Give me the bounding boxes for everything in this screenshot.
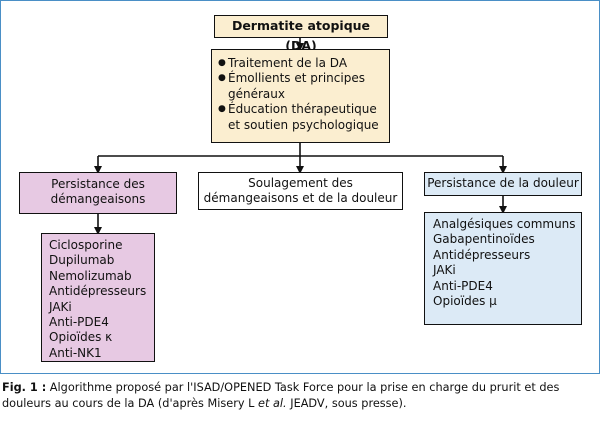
bullet-dot-icon: ● bbox=[218, 58, 226, 68]
connectors bbox=[94, 38, 507, 235]
pain-treatment-item: Antidépresseurs bbox=[433, 247, 531, 262]
node-pain-treatments: Analgésiques communs Gabapentinoïdes Ant… bbox=[424, 212, 582, 325]
pain-heading: Persistance de la douleur bbox=[427, 176, 579, 190]
caption-text-start: Algorithme proposé par l'ISAD/OPENED Tas… bbox=[2, 381, 560, 410]
figure-caption: Fig. 1 : Algorithme proposé par l'ISAD/O… bbox=[2, 380, 598, 412]
itch-treatment-item: Dupilumab bbox=[49, 253, 115, 268]
node-itch-treatments: Ciclosporine Dupilumab Nemolizumab Antid… bbox=[41, 233, 155, 362]
relief-heading: Soulagement des démangeaisons et de la d… bbox=[203, 176, 398, 206]
itch-treatment-item: Opioïdes κ bbox=[49, 330, 113, 345]
treatment-item: Émollients et principes généraux bbox=[228, 71, 365, 101]
itch-treatment-item: Anti-NK1 bbox=[49, 345, 102, 360]
itch-treatment-item: Nemolizumab bbox=[49, 268, 132, 283]
itch-heading: Persistance des démangeaisons bbox=[50, 177, 146, 207]
node-base-treatment: ● Traitement de la DA ● Émollients et pr… bbox=[211, 49, 390, 143]
treatment-item: Éducation thérapeutique et soutien psych… bbox=[228, 102, 379, 132]
caption-text-end: JEADV, sous presse). bbox=[286, 397, 407, 410]
treatment-bullet: ● Traitement de la DA bbox=[218, 56, 385, 71]
pain-treatment-item: JAKi bbox=[433, 263, 456, 278]
treatment-bullet: ● Éducation thérapeutique et soutien psy… bbox=[218, 102, 385, 133]
pain-treatment-item: Analgésiques communs bbox=[433, 217, 576, 231]
caption-label: Fig. 1 : bbox=[2, 381, 47, 394]
caption-italic: et al. bbox=[258, 397, 287, 410]
bullet-dot-icon: ● bbox=[218, 104, 226, 115]
node-relief: Soulagement des démangeaisons et de la d… bbox=[198, 172, 403, 210]
pain-treatment-item: Opioïdes µ bbox=[433, 294, 497, 309]
treatment-item: Traitement de la DA bbox=[228, 56, 348, 70]
treatment-bullet: ● Émollients et principes généraux bbox=[218, 71, 385, 102]
node-atopic-dermatitis: Dermatite atopique (DA) bbox=[214, 15, 388, 53]
pain-treatment-item: Anti-PDE4 bbox=[433, 278, 493, 293]
itch-treatment-item: JAKi bbox=[49, 299, 72, 314]
itch-treatment-item: Ciclosporine bbox=[49, 238, 123, 252]
node-persistent-itch: Persistance des démangeaisons bbox=[19, 172, 177, 214]
itch-treatment-item: Antidépresseurs bbox=[49, 284, 147, 299]
itch-treatment-item: Anti-PDE4 bbox=[49, 315, 109, 330]
node-persistent-pain: Persistance de la douleur bbox=[424, 172, 582, 196]
bullet-dot-icon: ● bbox=[218, 73, 226, 84]
pain-treatment-item: Gabapentinoïdes bbox=[433, 232, 535, 247]
